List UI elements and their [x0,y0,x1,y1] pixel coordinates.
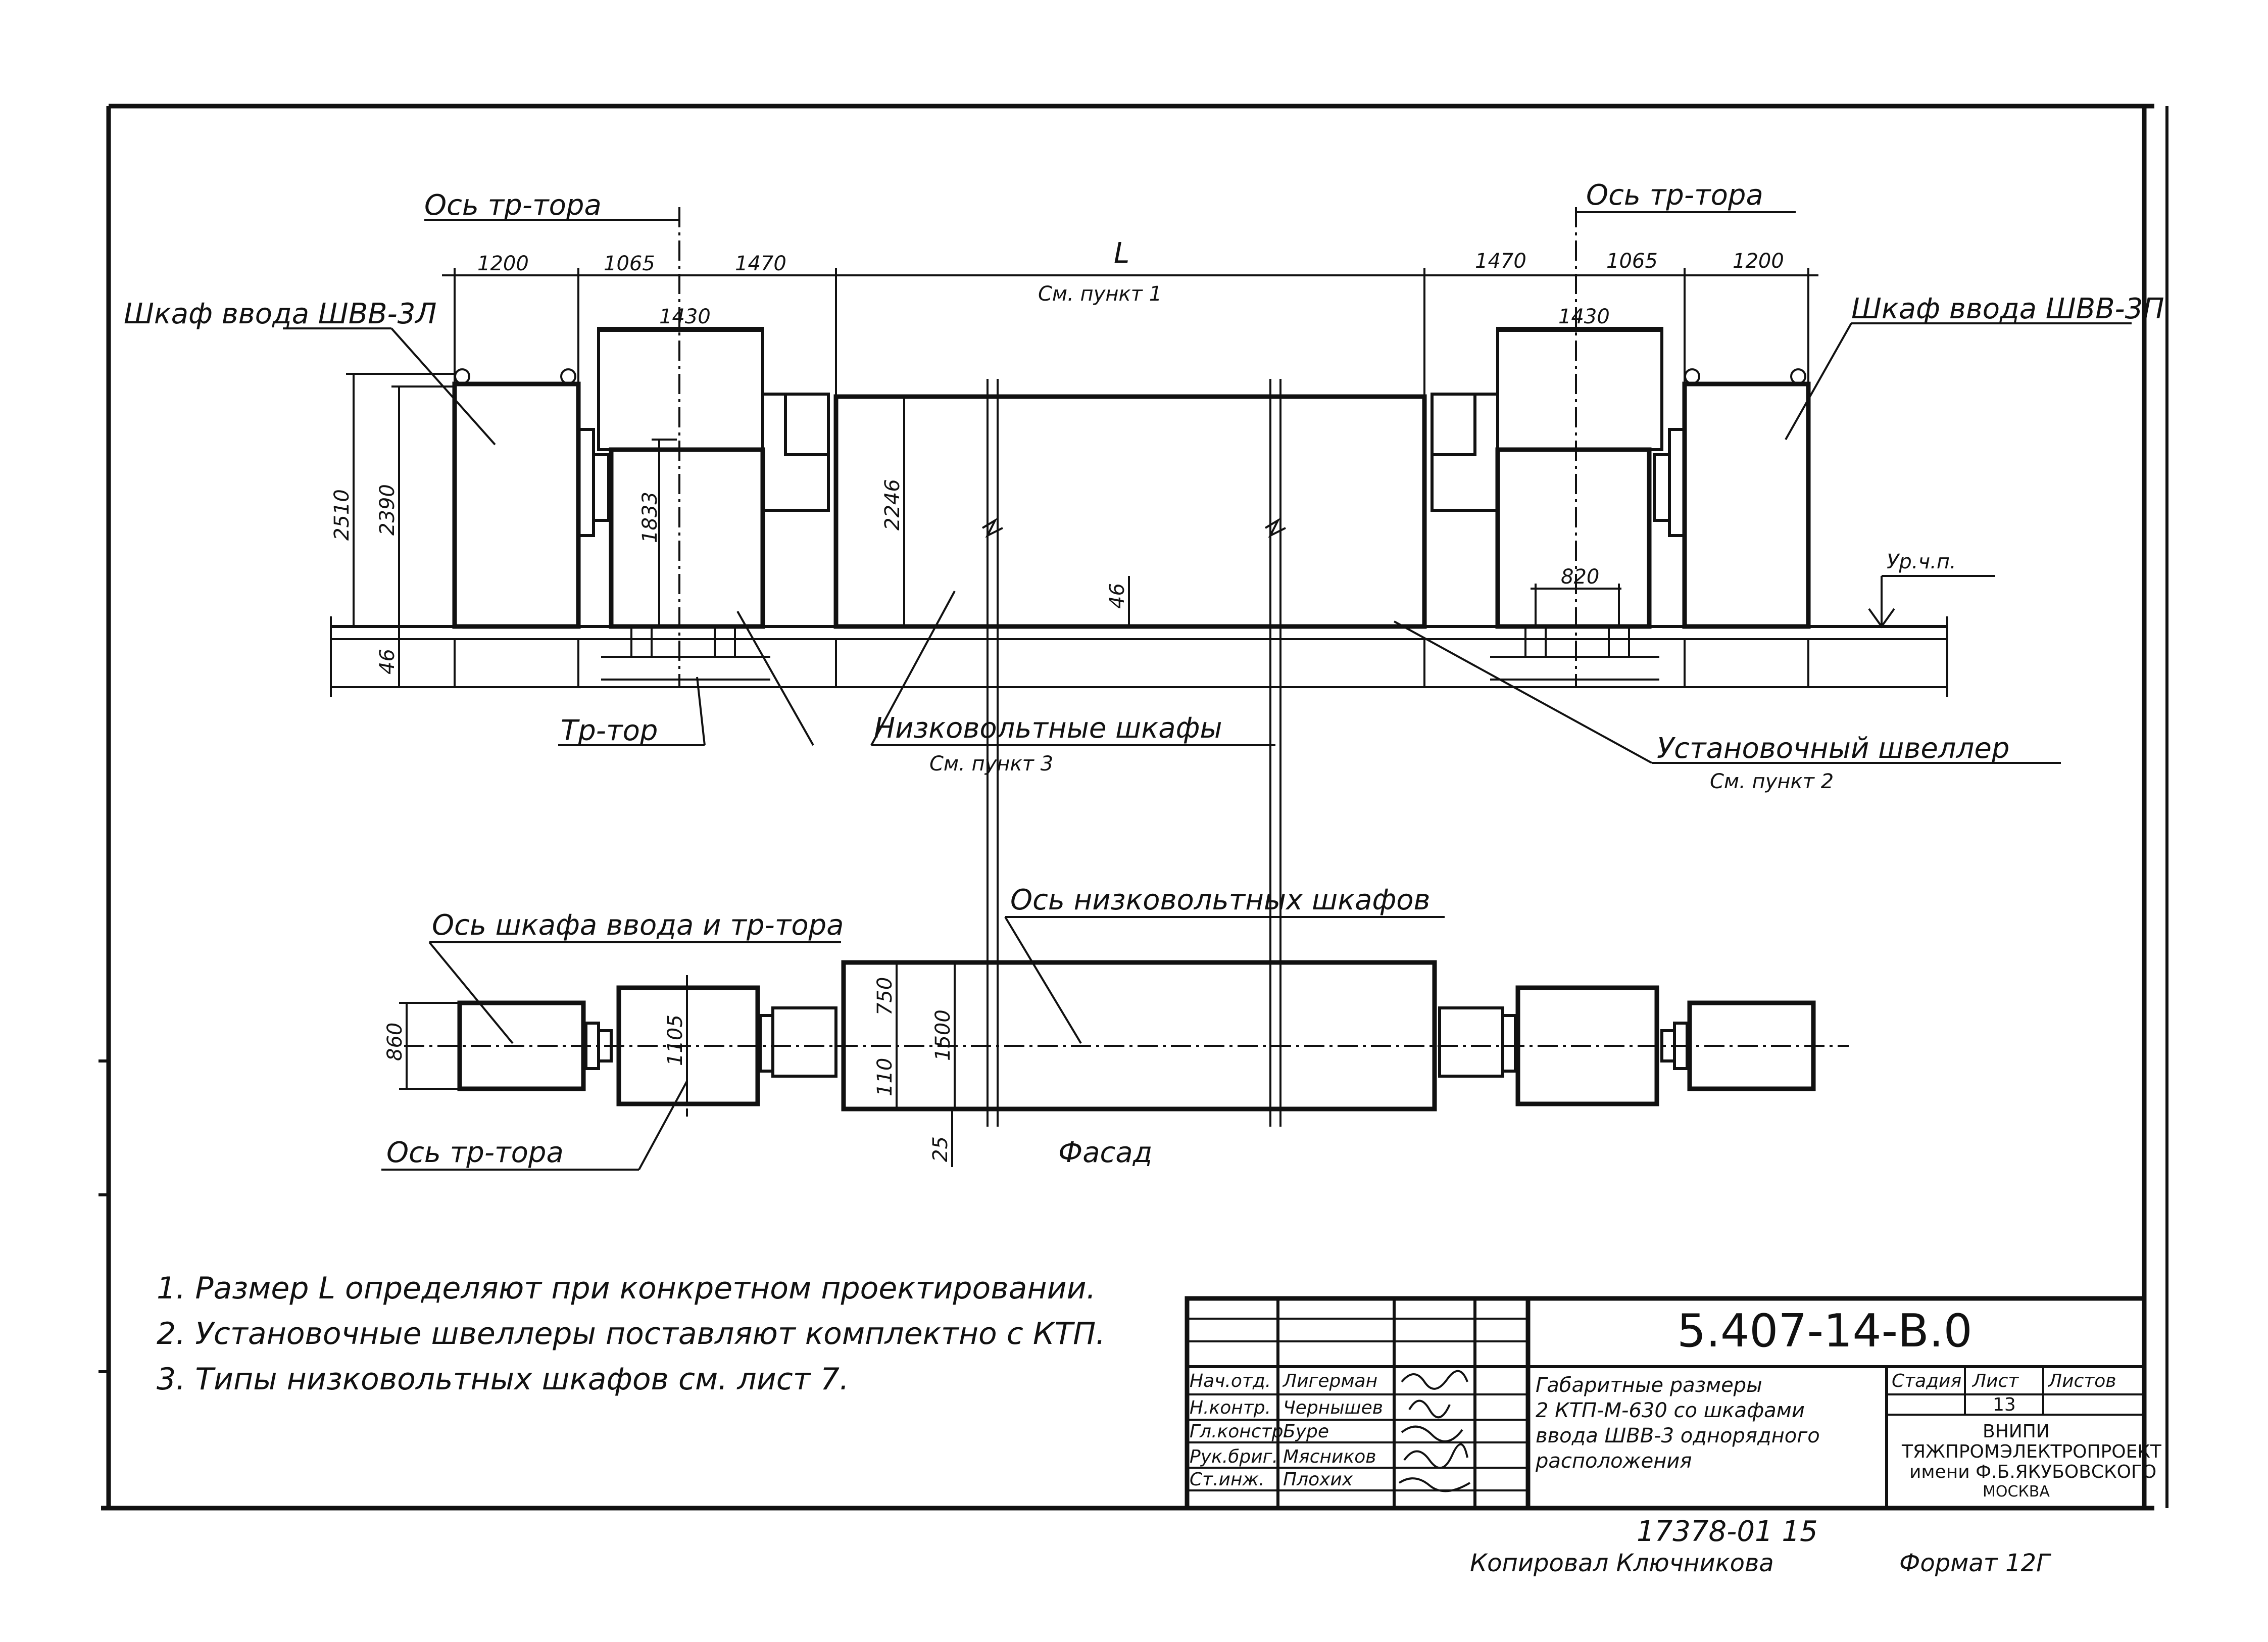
dim-1065-right: 1065 [1606,250,1658,273]
dim-1065-left: 1065 [604,252,655,275]
axis-cabinet-transformer-label: Ось шкафа ввода и тр-тора [432,909,844,942]
left-cabinet-label: Шкаф ввода ШВВ-3Л [124,298,436,330]
dim-L: L [1114,237,1129,270]
plan-right-transformer [1515,985,1659,1106]
dim-110: 110 [873,1058,897,1096]
org-line-3: имени Ф.Б.ЯКУБОВСКОГО [1909,1462,2156,1482]
copied-by: Копировал Ключникова [1470,1549,1774,1577]
dim-2246: 2246 [881,479,904,530]
dim-1200-left: 1200 [477,252,529,275]
role-2: Н.контр. [1190,1397,1271,1418]
org-line-1: ВНИПИ [1983,1421,2050,1442]
plan-right-cabinet [1687,1000,1816,1091]
right-input-cabinet [1682,381,1811,629]
plan-lv-cabinets [841,960,1437,1112]
role-5: Ст.инж. [1190,1469,1264,1490]
name-2: Чернышев [1283,1397,1383,1418]
title-line-2: 2 КТП-М-630 со шкафами [1536,1399,1805,1422]
dim-46-base: 46 [376,649,399,674]
lv-cabinets [833,394,1427,629]
title-line-1: Габаритные размеры [1536,1374,1762,1397]
axis-lv-label: Ось низковольтных шкафов [1010,884,1431,916]
axis-transformer-label: Ось тр-тора [386,1136,564,1169]
lv-cabinets-label: Низковольтные шкафы [874,712,1222,745]
role-3: Гл.констр. [1190,1421,1289,1442]
sheet-number: 13 [1993,1394,2016,1415]
plan-view-labels: Ось шкафа ввода и тр-тора Ось низковольт… [383,884,1431,1169]
order-number: 17378-01 15 [1637,1515,1818,1548]
sheet-header: Лист [1971,1371,2019,1391]
axis-label-left: Ось тр-тора [424,189,602,222]
plan-view [381,916,1849,1171]
title-block: 5.407-14-В.0 Габаритные размеры 2 КТП-М-… [1185,1296,2162,1511]
dim-1500: 1500 [931,1009,955,1061]
dim-L-note: См. пункт 1 [1038,282,1162,306]
role-1: Нач.отд. [1190,1371,1271,1391]
dim-25: 25 [929,1136,952,1162]
name-3: Буре [1283,1421,1329,1442]
channel-note: См. пункт 2 [1710,770,1834,793]
dim-1200-right: 1200 [1733,250,1784,273]
floor-level-label: Ур.ч.п. [1887,550,1956,573]
dim-820: 820 [1561,565,1599,589]
dim-1470-right: 1470 [1475,250,1526,273]
name-5: Плохих [1283,1469,1353,1490]
name-4: Мясников [1283,1446,1376,1467]
plan-left-transformer [616,985,760,1106]
note-2: 2. Установочные швеллеры поставляют комп… [157,1316,1105,1351]
dim-860: 860 [383,1023,407,1061]
dim-750: 750 [873,977,897,1016]
name-1: Лигерман [1282,1371,1377,1391]
dim-1430-right: 1430 [1558,305,1610,328]
format-label: Формат 12Г [1899,1549,2051,1577]
dim-1430-left: 1430 [659,305,711,328]
title-line-3: ввода ШВВ-3 однорядного [1536,1424,1820,1447]
dim-1833: 1833 [638,492,662,543]
elevation-labels: Ось тр-тора Ось тр-тора 1200 1065 1470 L… [124,179,2164,793]
drawing-code: 5.407-14-В.0 [1677,1305,1973,1358]
axis-label-right: Ось тр-тора [1586,179,1763,212]
transformer-label: Тр-тор [561,714,658,747]
left-transformer [609,447,765,629]
footer: 17378-01 15 Копировал Ключникова Формат … [1470,1515,2051,1577]
notes: 1. Размер L определяют при конкретном пр… [157,1271,1105,1397]
lv-cabinets-note: См. пункт 3 [929,752,1053,776]
dim-46-lv: 46 [1106,583,1129,609]
stage-header: Стадия [1892,1371,1961,1391]
facade-caption: Фасад [1058,1136,1152,1169]
org-line-4: МОСКВА [1983,1483,2050,1501]
org-line-2: ТЯЖПРОМЭЛЕКТРОПРОЕКТ [1901,1441,2162,1462]
sheet-frame [98,104,2168,1511]
note-3: 3. Типы низковольтных шкафов см. лист 7. [157,1362,849,1397]
right-cabinet-label: Шкаф ввода ШВВ-3П [1851,293,2164,325]
dim-2390: 2390 [376,484,399,536]
channel-label: Установочный швеллер [1657,732,2009,765]
title-line-4: расположения [1535,1450,1692,1473]
role-4: Рук.бриг. [1190,1446,1278,1467]
elevation-view [283,207,2132,1127]
note-1: 1. Размер L определяют при конкретном пр… [157,1271,1096,1306]
dim-2510: 2510 [330,489,354,541]
sheets-header: Листов [2047,1371,2116,1391]
dim-1105: 1105 [664,1015,687,1066]
right-transformer [1495,447,1652,629]
dim-1470-left: 1470 [735,252,786,275]
plan-left-cabinet [457,1000,586,1091]
